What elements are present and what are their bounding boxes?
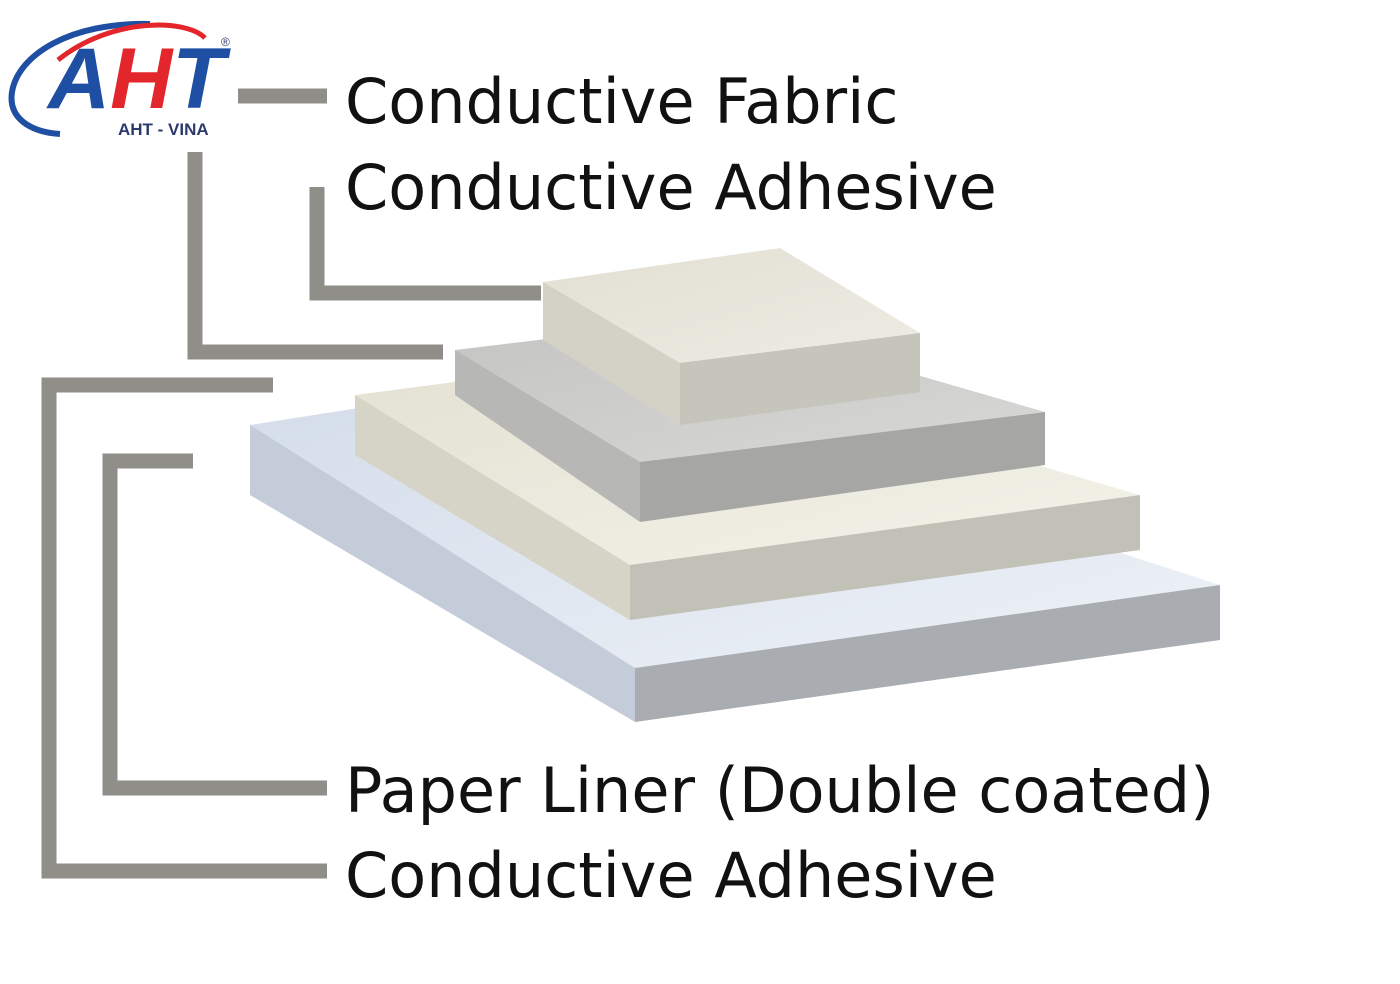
top-adhesive-left-face <box>455 350 640 522</box>
logo-subtext: AHT - VINA <box>118 120 209 139</box>
logo-swoosh-red <box>56 22 207 62</box>
fabric-front-face <box>680 333 920 425</box>
leader-conductive-adhesive-bottom <box>41 377 327 879</box>
label-conductive-adhesive-top: Conductive Adhesive <box>345 151 997 224</box>
layer-conductive-fabric <box>543 248 920 425</box>
fabric-top-face <box>543 248 920 363</box>
paper-liner-front-face <box>630 495 1140 620</box>
label-conductive-adhesive-bottom: Conductive Adhesive <box>345 839 997 912</box>
logo-swoosh-blue <box>8 20 151 137</box>
label-paper-liner: Paper Liner (Double coated) <box>345 754 1214 827</box>
leader-conductive-adhesive-top <box>309 187 541 301</box>
logo-letter: T <box>172 31 231 127</box>
leader-fabric-to-stack <box>187 152 443 360</box>
leader-paper-liner <box>102 453 327 796</box>
logo-letter: H <box>110 31 174 127</box>
bottom-adhesive-front-face <box>635 585 1220 722</box>
aht-logo: AHT ® AHT - VINA <box>8 20 231 139</box>
leader-lines <box>41 88 541 879</box>
top-adhesive-front-face <box>640 412 1045 522</box>
logo-text: AHT <box>46 31 231 127</box>
layer-stack <box>250 248 1220 722</box>
label-conductive-fabric: Conductive Fabric <box>345 65 898 138</box>
logo-letter: A <box>46 31 110 127</box>
logo-registered: ® <box>221 35 230 49</box>
fabric-left-face <box>543 282 680 425</box>
paper-liner-left-face <box>355 395 630 620</box>
bottom-adhesive-left-face <box>250 425 635 722</box>
